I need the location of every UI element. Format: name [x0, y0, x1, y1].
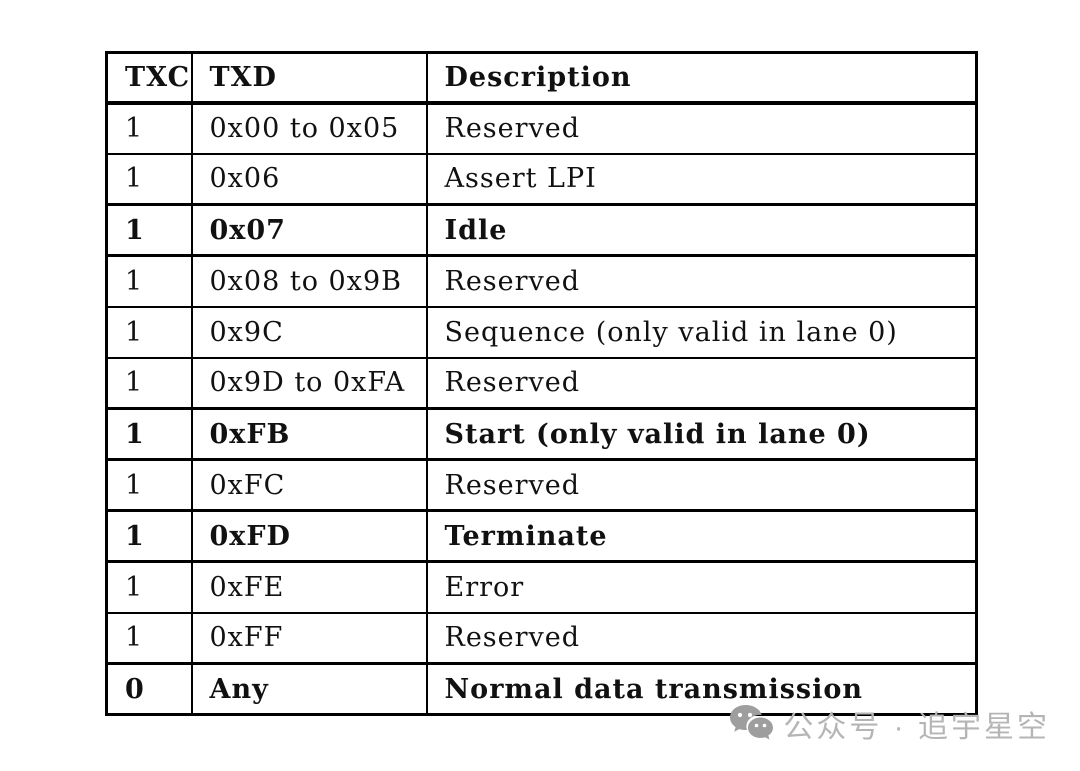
cell-txd: 0xFB	[190, 407, 428, 461]
cell-description: Normal data transmission	[425, 662, 978, 716]
cell-txc: 1	[105, 611, 193, 665]
cell-description: Start (only valid in lane 0)	[425, 407, 978, 461]
cell-txc: 1	[105, 203, 193, 257]
cell-description: Error	[425, 560, 978, 614]
cell-txd: 0x07	[190, 203, 428, 257]
cell-txc: 1	[105, 254, 193, 308]
column-header-description: Description	[425, 51, 978, 105]
cell-txc: 1	[105, 305, 193, 359]
cell-description: Idle	[425, 203, 978, 257]
cell-txd: 0x08 to 0x9B	[190, 254, 428, 308]
cell-txd: 0x9C	[190, 305, 428, 359]
cell-txc: 1	[105, 509, 193, 563]
cell-txc: 1	[105, 560, 193, 614]
column-header-txc: TXC	[105, 51, 193, 105]
cell-txc: 1	[105, 152, 193, 206]
cell-txd: 0xFD	[190, 509, 428, 563]
cell-description: Reserved	[425, 254, 978, 308]
cell-description: Terminate	[425, 509, 978, 563]
column-header-txd: TXD	[190, 51, 428, 105]
cell-description: Reserved	[425, 611, 978, 665]
cell-txc: 1	[105, 458, 193, 512]
cell-txc: 0	[105, 662, 193, 716]
cell-txd: 0xFF	[190, 611, 428, 665]
cell-description: Reserved	[425, 356, 978, 410]
cell-description: Reserved	[425, 458, 978, 512]
cell-txd: 0xFC	[190, 458, 428, 512]
cell-txd: 0x06	[190, 152, 428, 206]
cell-description: Sequence (only valid in lane 0)	[425, 305, 978, 359]
cell-description: Reserved	[425, 101, 978, 155]
cell-txd: 0x9D to 0xFA	[190, 356, 428, 410]
table-header-row: TXC TXD Description	[105, 51, 978, 105]
cell-txc: 1	[105, 356, 193, 410]
cell-description: Assert LPI	[425, 152, 978, 206]
cell-txc: 1	[105, 407, 193, 461]
cell-txd: Any	[190, 662, 428, 716]
cell-txc: 1	[105, 101, 193, 155]
cell-txd: 0xFE	[190, 560, 428, 614]
cell-txd: 0x00 to 0x05	[190, 101, 428, 155]
